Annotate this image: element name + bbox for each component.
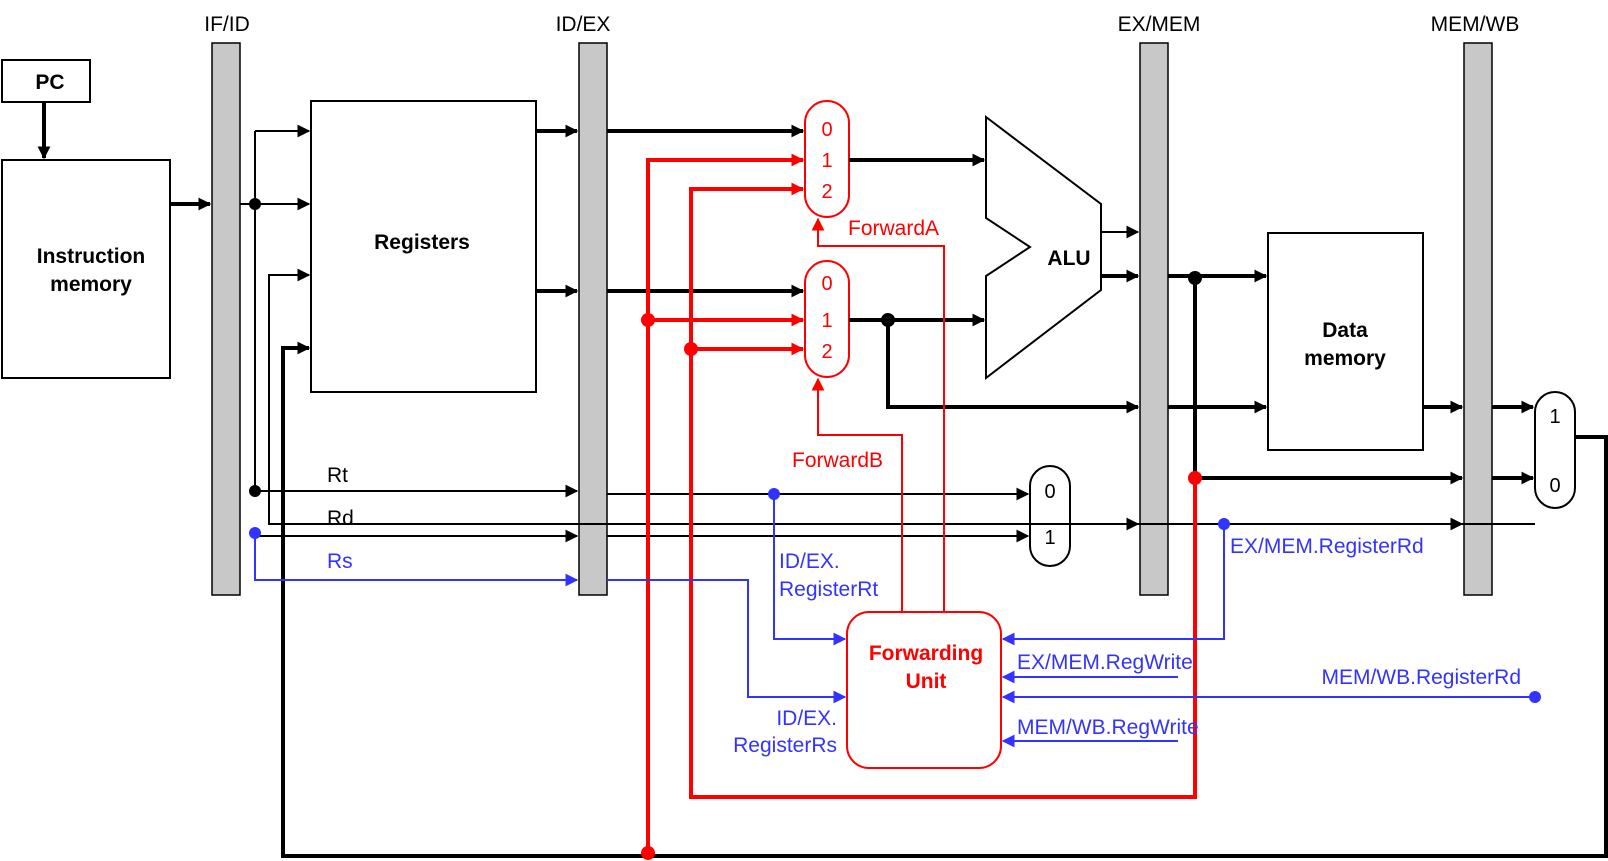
forwarding-unit-label-2: Unit <box>906 670 947 693</box>
forward-a-control-wire <box>811 217 945 612</box>
ifid-bus-branch <box>240 131 256 491</box>
mem-to-reg-mux: 1 0 <box>1534 391 1576 509</box>
data-memory-label-1: Data <box>1322 319 1368 342</box>
mem-to-reg-mux-input-0: 0 <box>1549 475 1560 497</box>
id-ex-label: ID/EX <box>556 13 611 36</box>
junction-dot <box>768 488 780 500</box>
junction-dot <box>881 313 895 327</box>
memwb-register-rd-label: MEM/WB.RegisterRd <box>1321 666 1521 689</box>
mem-to-reg-mux-input-1: 1 <box>1549 406 1560 428</box>
junction-dot <box>1188 271 1202 285</box>
idex-rt-to-fwd-unit-wire <box>773 494 847 646</box>
forward-b-control-wire <box>811 377 903 612</box>
pc-label: PC <box>35 71 64 94</box>
mem-wb-label: MEM/WB <box>1431 13 1520 36</box>
memwb-forward-wire <box>646 153 805 853</box>
junction-dot <box>684 342 698 356</box>
rt-label: Rt <box>327 464 348 487</box>
forward-a-mux-input-0: 0 <box>821 119 832 141</box>
forward-b-label: ForwardB <box>792 449 883 472</box>
exmem-register-rd-label: EX/MEM.RegisterRd <box>1230 535 1424 558</box>
instruction-memory-block: Instruction memory <box>1 159 171 379</box>
data-memory-block: Data memory <box>1267 232 1424 451</box>
id-ex-register <box>578 42 608 596</box>
exmem-forward-wire <box>689 182 1197 799</box>
junction-dot <box>249 527 261 539</box>
forward-a-mux-input-2: 2 <box>821 181 832 203</box>
registers-block: Registers <box>310 100 537 393</box>
data-memory-label-2: memory <box>1304 347 1386 370</box>
forward-b-mux-input-1: 1 <box>821 310 832 332</box>
mem-wb-register <box>1463 42 1493 596</box>
pc-block: PC <box>1 59 91 103</box>
writeback-data-wire <box>281 341 1608 858</box>
if-id-register <box>211 42 241 596</box>
exmem-regwrite-label: EX/MEM.RegWrite <box>1017 651 1193 674</box>
ex-mem-label: EX/MEM <box>1118 13 1201 36</box>
junction-dot <box>1188 471 1202 485</box>
forward-a-label: ForwardA <box>848 217 939 240</box>
rd-label: Rd <box>327 507 354 530</box>
reg-dst-mux-input-1: 1 <box>1044 527 1055 549</box>
forward-b-mux-input-0: 0 <box>821 273 832 295</box>
idex-rt-label-1: ID/EX. <box>779 550 840 573</box>
memwb-regwrite-label: MEM/WB.RegWrite <box>1017 716 1199 739</box>
rs-to-idex-wire <box>254 533 579 587</box>
signal-labels: ForwardA ForwardB Rt Rd Rs ID/EX. Regist… <box>327 217 1521 757</box>
forwarding-wires <box>646 153 1197 853</box>
rs-label: Rs <box>327 550 353 573</box>
forwarding-unit-label-1: Forwarding <box>869 642 983 665</box>
forwarding-unit-block: Forwarding Unit <box>846 611 1002 769</box>
junction-dot <box>641 846 655 860</box>
registers-label: Registers <box>374 231 470 254</box>
ex-mem-register <box>1139 42 1169 596</box>
junctions <box>249 198 1541 860</box>
forward-a-mux-input-1: 1 <box>821 150 832 172</box>
idex-rt-label-2: RegisterRt <box>779 578 878 601</box>
pipeline-registers: IF/ID ID/EX EX/MEM MEM/WB <box>204 13 1520 596</box>
idex-rs-to-fwd-unit-wire <box>607 579 847 704</box>
junction-dot <box>249 485 261 497</box>
idex-rs-label-1: ID/EX. <box>776 707 837 730</box>
idex-rs-label-2: RegisterRs <box>733 734 837 757</box>
reg-dst-mux: 0 1 <box>1029 465 1071 567</box>
instruction-memory-label-1: Instruction <box>37 245 146 268</box>
junction-dot <box>1529 691 1541 703</box>
register-number-wires <box>254 494 1535 748</box>
alu-block: ALU <box>985 114 1102 381</box>
instruction-memory-label-2: memory <box>50 273 132 296</box>
junction-dot <box>1218 518 1230 530</box>
exmem-rd-to-fwd-unit-wire <box>1001 524 1225 646</box>
if-id-label: IF/ID <box>204 13 250 36</box>
junction-dot <box>641 313 655 327</box>
forward-a-mux: 0 1 2 <box>804 100 850 218</box>
alu-label: ALU <box>1047 247 1090 270</box>
junction-dot <box>249 198 261 210</box>
store-data-wire <box>886 320 1140 414</box>
reg-dst-mux-input-0: 0 <box>1044 481 1055 503</box>
forward-b-mux: 0 1 2 <box>804 260 850 378</box>
forward-b-mux-input-2: 2 <box>821 341 832 363</box>
